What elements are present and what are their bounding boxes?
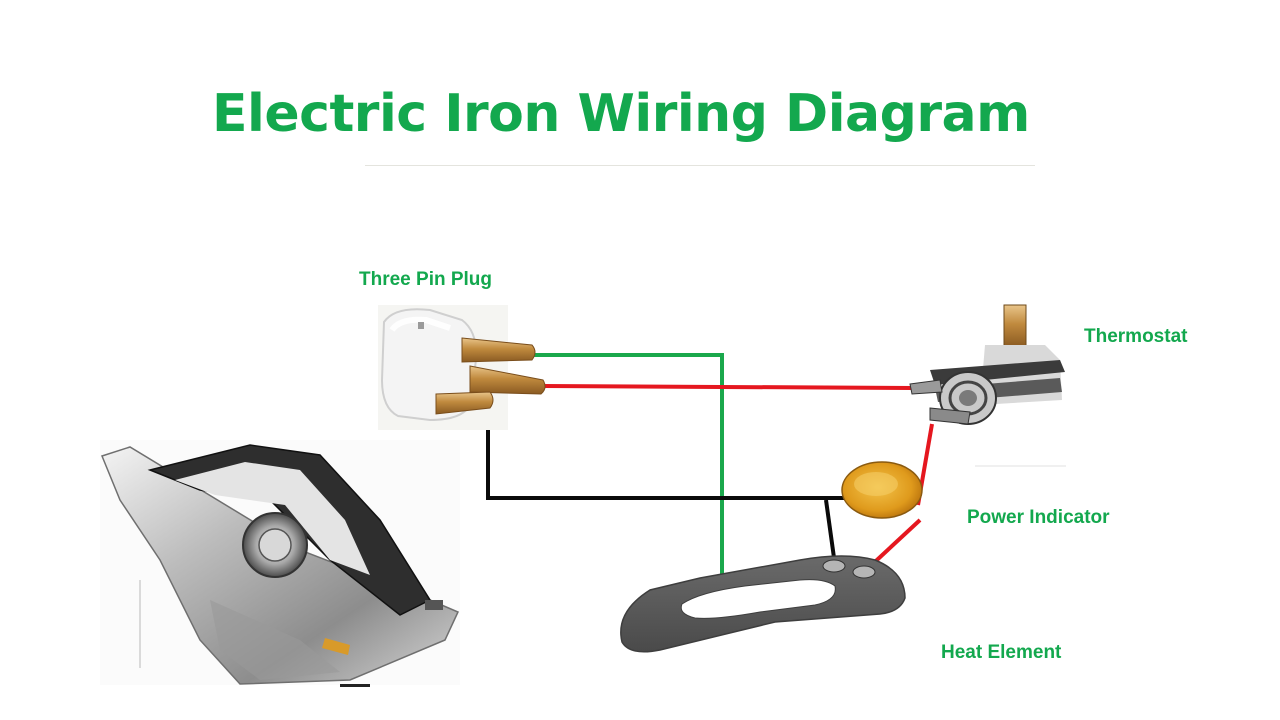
title-divider xyxy=(365,165,1035,166)
earth-wire xyxy=(532,353,724,578)
heating-element-icon xyxy=(620,555,906,653)
heat-element-label: Heat Element xyxy=(941,642,1062,663)
neutral-wire xyxy=(486,408,852,566)
power-indicator-lamp-icon xyxy=(841,461,1066,519)
three-pin-plug-label: Three Pin Plug xyxy=(359,269,493,290)
thermostat-label: Thermostat xyxy=(1084,326,1188,347)
three-pin-plug-icon xyxy=(378,305,546,430)
thermostat-icon xyxy=(909,304,1065,425)
diagram-title: Electric Iron Wiring Diagram xyxy=(212,84,1030,144)
power-indicator-label: Power Indicator xyxy=(967,507,1110,528)
electric-iron-icon xyxy=(100,440,460,687)
